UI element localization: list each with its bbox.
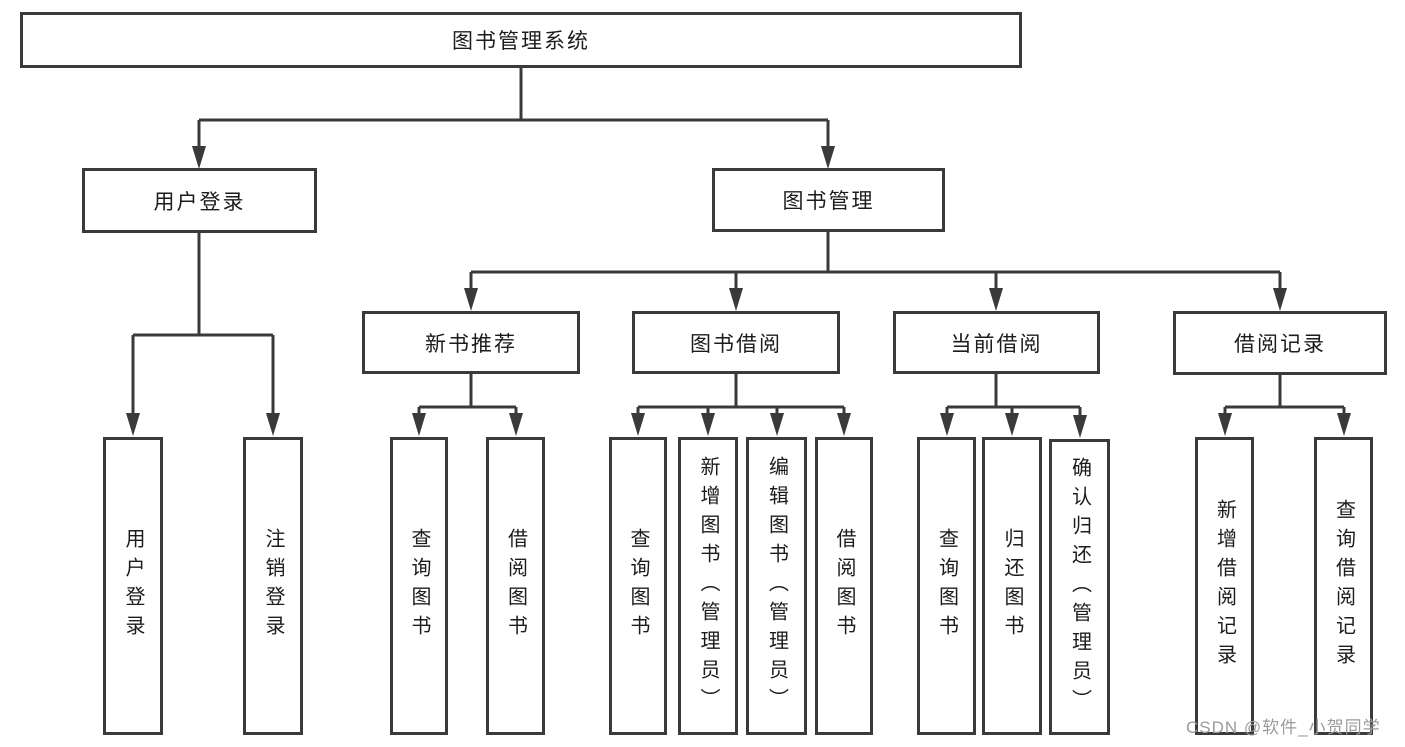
node-current-borrowing: 当前借阅 bbox=[893, 311, 1100, 374]
leaf-query-books-recommend: 查询图书 bbox=[390, 437, 448, 735]
node-label: 新书推荐 bbox=[425, 332, 517, 356]
leaf-logout: 注销登录 bbox=[243, 437, 303, 735]
node-root-system: 图书管理系统 bbox=[20, 12, 1022, 68]
node-label: 用户登录 bbox=[153, 190, 246, 214]
node-user-login-branch: 用户登录 bbox=[82, 168, 317, 233]
node-book-management-branch: 图书管理 bbox=[712, 168, 945, 232]
node-label: 当前借阅 bbox=[950, 332, 1043, 356]
leaf-query-books-current: 查询图书 bbox=[917, 437, 976, 735]
node-new-book-recommend: 新书推荐 bbox=[362, 311, 580, 374]
leaf-user-login: 用户登录 bbox=[103, 437, 163, 735]
node-label: 借阅记录 bbox=[1234, 333, 1326, 356]
leaf-borrow-book: 借阅图书 bbox=[815, 437, 873, 735]
node-borrowing-records: 借阅记录 bbox=[1173, 311, 1387, 375]
node-book-borrowing: 图书借阅 bbox=[632, 311, 840, 374]
leaf-query-books-borrow: 查询图书 bbox=[609, 437, 667, 735]
leaf-confirm-return-admin: 确认归还（管理员） bbox=[1049, 439, 1110, 735]
leaf-edit-book-admin: 编辑图书（管理员） bbox=[746, 437, 807, 735]
node-label: 图书借阅 bbox=[690, 332, 782, 356]
leaf-add-book-admin: 新增图书（管理员） bbox=[678, 437, 738, 735]
leaf-return-book: 归还图书 bbox=[982, 437, 1042, 735]
csdn-watermark: CSDN @软件_小贺同学 bbox=[1186, 718, 1381, 737]
arrowheads bbox=[126, 146, 1351, 438]
node-root-label: 图书管理系统 bbox=[452, 30, 590, 53]
leaf-query-borrow-record: 查询借阅记录 bbox=[1314, 437, 1373, 735]
leaf-add-borrow-record: 新增借阅记录 bbox=[1195, 437, 1254, 735]
leaf-borrow-book-recommend: 借阅图书 bbox=[486, 437, 545, 735]
node-label: 图书管理 bbox=[782, 190, 875, 213]
